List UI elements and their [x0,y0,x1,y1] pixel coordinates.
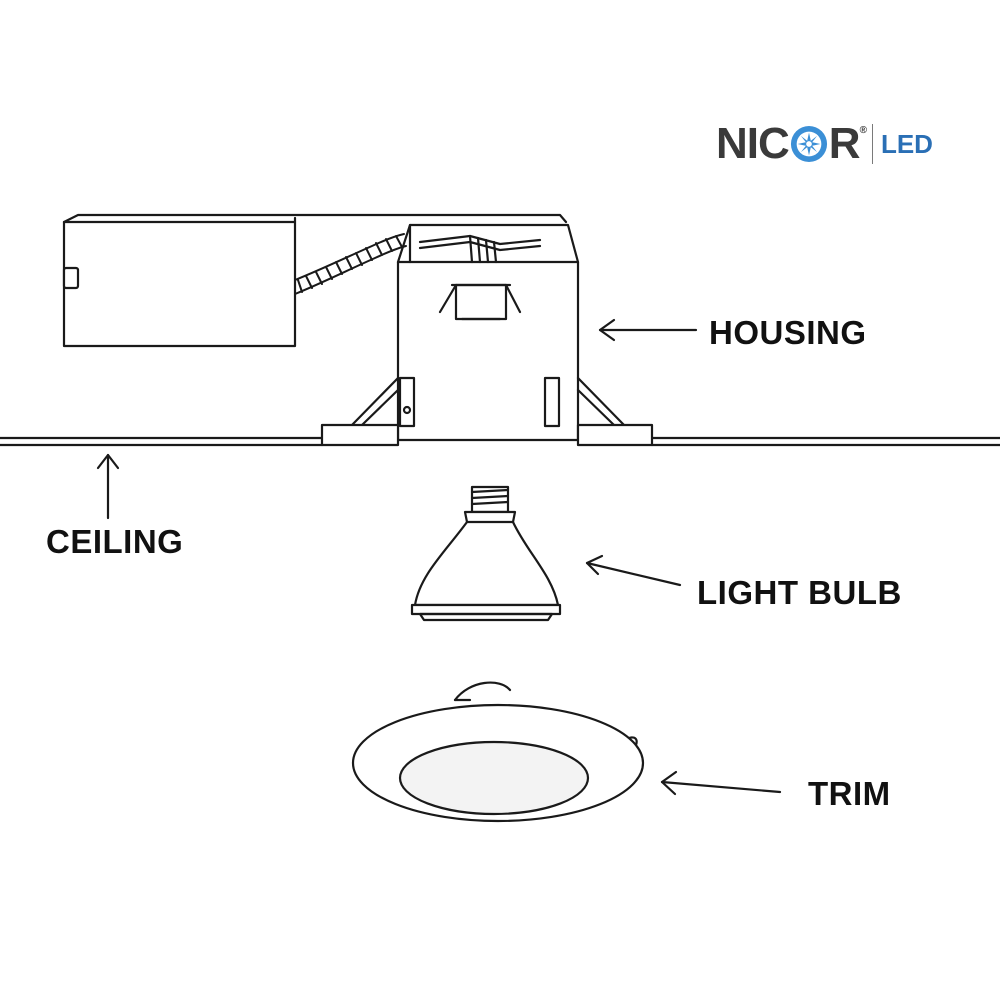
sun-icon [790,125,827,163]
housing-arrow [598,318,698,342]
trim-drawing [351,681,645,823]
light-bulb-arrow [585,554,682,587]
logo-led-text: LED [880,128,933,159]
ceiling-line [0,436,1000,447]
nicor-led-logo: NIC R ® LED [716,119,933,169]
ceiling-label: CEILING [46,523,184,560]
trim-arrow [660,770,782,796]
registered-mark: ® [859,125,867,136]
trim-label: TRIM [808,775,891,812]
housing-box [320,223,654,447]
logo-divider [871,124,873,164]
logo-wordmark: NIC R ® [716,119,867,169]
junction-box [62,213,568,348]
logo-text-r: R [828,119,861,168]
light-bulb-label: LIGHT BULB [697,574,902,611]
housing-label: HOUSING [709,314,867,351]
ceiling-arrow [96,453,120,520]
logo-text-nic: NIC [716,119,790,168]
flex-conduit [294,233,407,295]
light-bulb-drawing [410,485,562,622]
